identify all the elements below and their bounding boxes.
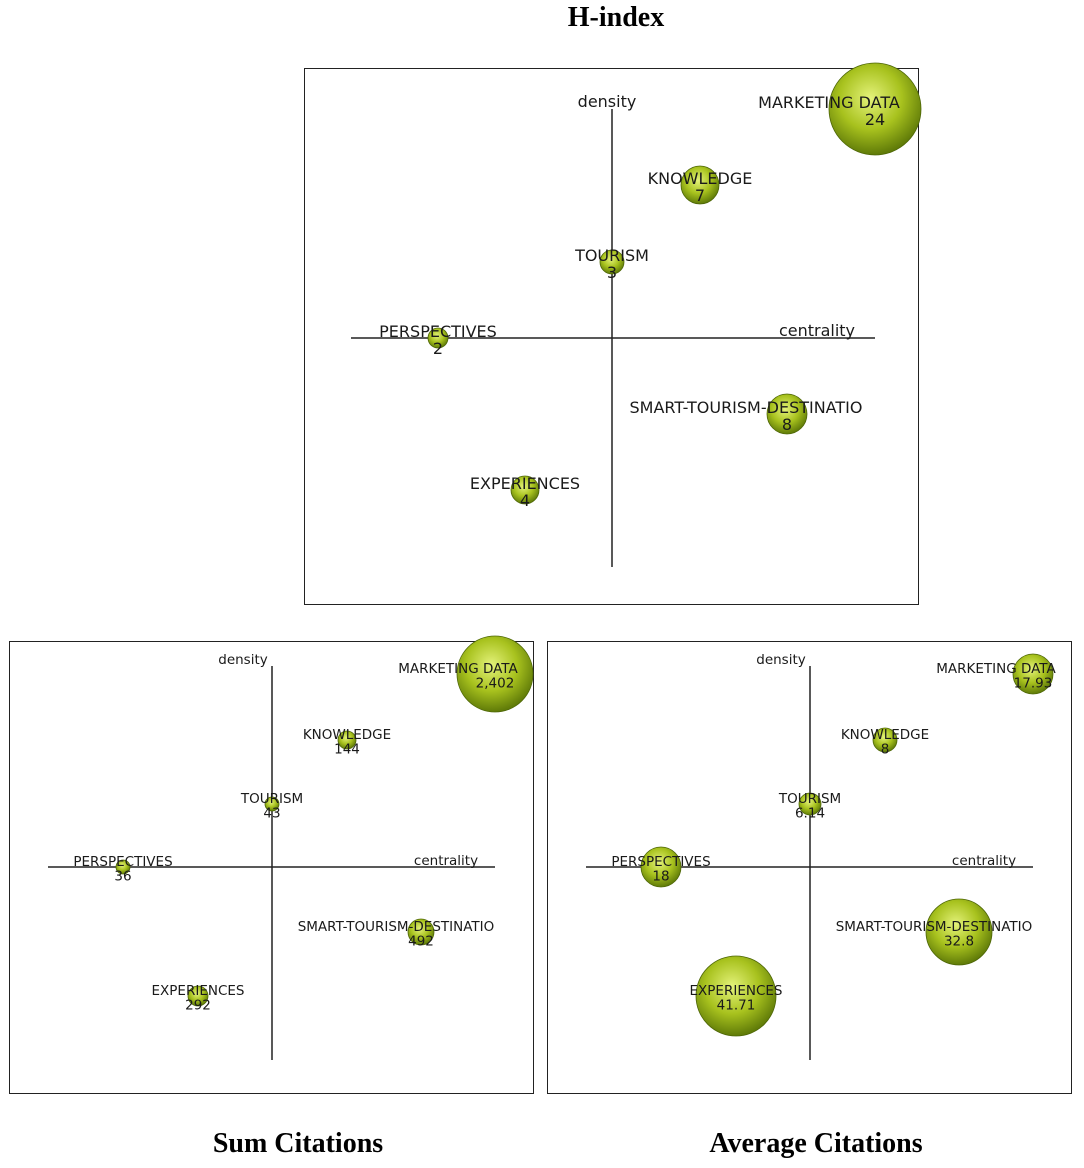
plot-sum-citations: density centrality MARKETING DATA2,402KNOW… — [48, 635, 534, 1060]
bubble-label-smart-tourism-destinatio: SMART-TOURISM-DESTINATIO — [298, 919, 495, 935]
bubble-label-perspectives: PERSPECTIVES — [611, 854, 710, 870]
bubble-label-experiences: EXPERIENCES — [690, 983, 783, 999]
bubble-value-experiences: 292 — [185, 998, 211, 1014]
bubble-perspectives — [115, 859, 131, 875]
bubble-label-knowledge: KNOWLEDGE — [648, 169, 753, 188]
density-axis-label: density — [218, 652, 268, 668]
bubble-label-knowledge: KNOWLEDGE — [841, 727, 929, 743]
bubble-value-marketing-data: 2,402 — [476, 676, 515, 692]
bubble-value-tourism: 43 — [263, 806, 280, 822]
bubble-value-knowledge: 144 — [334, 742, 360, 758]
bubble-label-smart-tourism-destinatio: SMART-TOURISM-DESTINATIO — [836, 919, 1033, 935]
chart-title-sum-citations: Sum Citations — [212, 1128, 384, 1159]
bubble-experiences — [510, 475, 540, 505]
bubble-label-tourism: TOURISM — [240, 791, 303, 807]
bubble-marketing-data — [828, 62, 922, 156]
bubble-value-smart-tourism-destinatio: 32.8 — [944, 934, 974, 950]
bubble-value-tourism: 3 — [607, 263, 617, 282]
bubble-label-perspectives: PERSPECTIVES — [379, 322, 497, 341]
plot-average-citations: density centrality MARKETING DATA17.93KNOW… — [586, 652, 1057, 1060]
bubble-marketing-data — [1012, 653, 1054, 695]
bubble-label-perspectives: PERSPECTIVES — [73, 854, 172, 870]
bubble-experiences — [187, 985, 209, 1007]
centrality-axis-label: centrality — [952, 853, 1016, 869]
chart-title-average-citations: Average Citations — [709, 1128, 923, 1159]
bubble-marketing-data — [456, 635, 534, 713]
bubble-value-marketing-data: 17.93 — [1014, 676, 1053, 692]
bubble-label-marketing-data: MARKETING DATA — [758, 93, 900, 112]
bubble-value-perspectives: 2 — [433, 339, 443, 358]
bubble-smart-tourism-destinatio — [925, 898, 993, 966]
bubble-value-perspectives: 36 — [114, 869, 131, 885]
bubble-value-smart-tourism-destinatio: 8 — [782, 415, 792, 434]
bubble-label-tourism: TOURISM — [778, 791, 841, 807]
bubble-value-marketing-data: 24 — [865, 110, 885, 129]
bubble-value-experiences: 41.71 — [717, 998, 756, 1014]
bubble-knowledge — [680, 165, 720, 205]
bubble-tourism — [264, 796, 280, 812]
bubble-label-experiences: EXPERIENCES — [152, 983, 245, 999]
centrality-axis-label: centrality — [779, 321, 855, 340]
bubble-value-experiences: 4 — [520, 491, 530, 510]
bubble-knowledge — [337, 730, 357, 750]
bubble-value-knowledge: 8 — [881, 742, 890, 758]
bubble-label-marketing-data: MARKETING DATA — [936, 661, 1056, 677]
bubble-value-perspectives: 18 — [652, 869, 669, 885]
bubble-smart-tourism-destinatio — [766, 393, 808, 435]
bubble-value-smart-tourism-destinatio: 492 — [408, 934, 434, 950]
bubble-value-tourism: 6.14 — [795, 806, 825, 822]
bubble-tourism — [599, 249, 625, 275]
bubble-label-experiences: EXPERIENCES — [470, 474, 580, 493]
bubble-value-knowledge: 7 — [695, 186, 705, 205]
bubble-smart-tourism-destinatio — [407, 918, 435, 946]
centrality-axis-label: centrality — [414, 853, 478, 869]
bubble-label-tourism: TOURISM — [574, 246, 649, 265]
bubble-perspectives — [640, 846, 682, 888]
bubble-experiences — [695, 955, 777, 1037]
bubble-label-knowledge: KNOWLEDGE — [303, 727, 391, 743]
chart-title-h-index: H-index — [567, 2, 665, 33]
bubble-perspectives — [427, 327, 449, 349]
bubble-knowledge — [872, 727, 898, 753]
bubble-label-smart-tourism-destinatio: SMART-TOURISM-DESTINATIO — [630, 398, 863, 417]
bubble-label-marketing-data: MARKETING DATA — [398, 661, 518, 677]
bubble-tourism — [798, 792, 822, 816]
density-axis-label: density — [578, 92, 637, 111]
density-axis-label: density — [756, 652, 806, 668]
